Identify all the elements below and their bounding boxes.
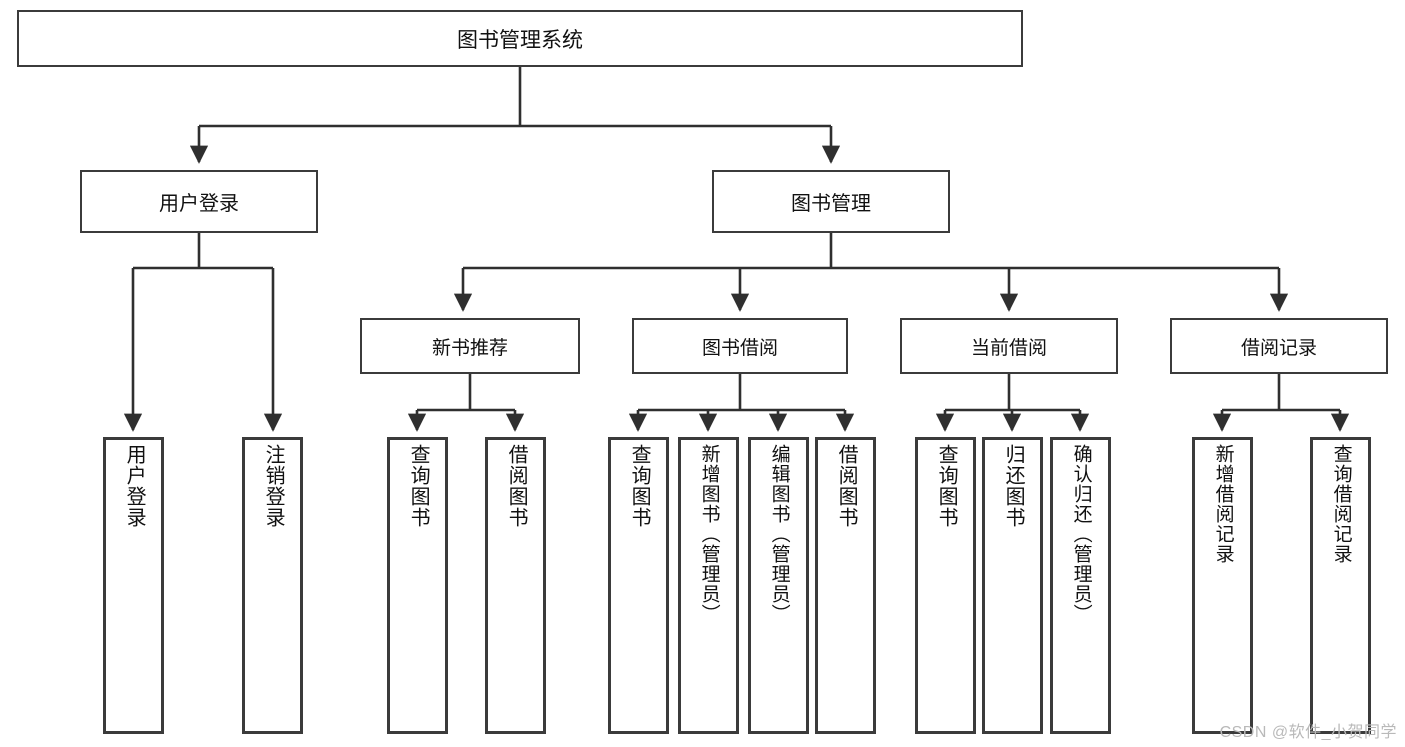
node-book-borrow[interactable]: 图书借阅 bbox=[632, 318, 848, 374]
node-label: 图书借阅 bbox=[701, 337, 778, 359]
leaf-query-book-2[interactable]: 查询图书 bbox=[608, 437, 669, 734]
node-borrow-record[interactable]: 借阅记录 bbox=[1170, 318, 1388, 374]
leaf-label: 注销登录 bbox=[262, 444, 285, 528]
node-label: 新书推荐 bbox=[431, 337, 508, 359]
leaf-label: 查询图书 bbox=[628, 444, 651, 528]
leaf-label: 借阅图书 bbox=[835, 444, 858, 528]
leaf-borrow-book-2[interactable]: 借阅图书 bbox=[815, 437, 876, 734]
node-book-management[interactable]: 图书管理 bbox=[712, 170, 950, 233]
leaf-borrow-book-1[interactable]: 借阅图书 bbox=[485, 437, 546, 734]
csdn-watermark: CSDN @软件_小贺同学 bbox=[1219, 724, 1397, 741]
node-label: 图书管理 bbox=[791, 193, 871, 215]
leaf-label: 确认归还（管理员） bbox=[1070, 444, 1092, 624]
leaf-label: 借阅图书 bbox=[505, 444, 528, 528]
leaf-label: 新增图书（管理员） bbox=[698, 444, 720, 624]
node-root-system[interactable]: 图书管理系统 bbox=[17, 10, 1023, 67]
leaf-query-borrow-record[interactable]: 查询借阅记录 bbox=[1310, 437, 1371, 734]
leaf-add-book-admin[interactable]: 新增图书（管理员） bbox=[678, 437, 739, 734]
leaf-label: 查询图书 bbox=[935, 444, 958, 528]
leaf-label: 查询图书 bbox=[407, 444, 430, 528]
node-label: 图书管理系统 bbox=[457, 28, 583, 52]
leaf-label: 归还图书 bbox=[1002, 444, 1025, 528]
leaf-return-book[interactable]: 归还图书 bbox=[982, 437, 1043, 734]
node-new-book-recommend[interactable]: 新书推荐 bbox=[360, 318, 580, 374]
leaf-logout-login[interactable]: 注销登录 bbox=[242, 437, 303, 734]
node-label: 当前借阅 bbox=[970, 337, 1047, 359]
leaf-confirm-return-admin[interactable]: 确认归还（管理员） bbox=[1050, 437, 1111, 734]
leaf-query-book-1[interactable]: 查询图书 bbox=[387, 437, 448, 734]
node-label: 用户登录 bbox=[159, 193, 239, 215]
leaf-edit-book-admin[interactable]: 编辑图书（管理员） bbox=[748, 437, 809, 734]
node-label: 借阅记录 bbox=[1240, 337, 1317, 359]
leaf-label: 编辑图书（管理员） bbox=[768, 444, 790, 624]
node-current-borrow[interactable]: 当前借阅 bbox=[900, 318, 1118, 374]
leaf-query-book-3[interactable]: 查询图书 bbox=[915, 437, 976, 734]
leaf-label: 查询借阅记录 bbox=[1330, 444, 1352, 564]
leaf-add-borrow-record[interactable]: 新增借阅记录 bbox=[1192, 437, 1253, 734]
leaf-label: 用户登录 bbox=[123, 444, 146, 528]
node-user-login[interactable]: 用户登录 bbox=[80, 170, 318, 233]
leaf-label: 新增借阅记录 bbox=[1212, 444, 1234, 564]
leaf-user-login[interactable]: 用户登录 bbox=[103, 437, 164, 734]
